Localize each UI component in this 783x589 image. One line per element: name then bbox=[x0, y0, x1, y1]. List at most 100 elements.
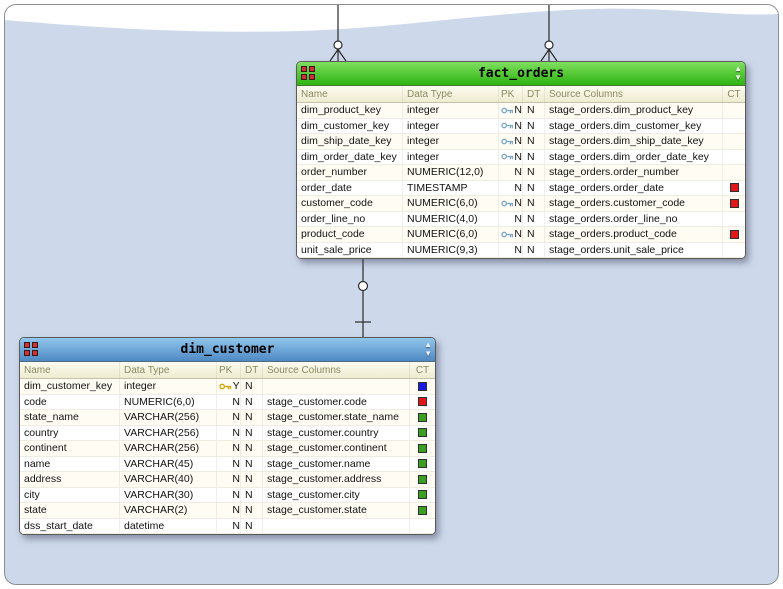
cell-source: stage_orders.dim_customer_key bbox=[545, 118, 723, 133]
cell-source: stage_orders.dim_product_key bbox=[545, 103, 723, 118]
cell-ct bbox=[410, 457, 435, 472]
cell-source bbox=[263, 518, 410, 533]
cell-source: stage_customer.code bbox=[263, 394, 410, 409]
cell-ct bbox=[723, 150, 745, 165]
cell-data-type: NUMERIC(6,0) bbox=[120, 394, 217, 409]
table-row[interactable]: dim_order_date_key integer N N stage_ord… bbox=[297, 149, 745, 165]
cell-name: dim_customer_key bbox=[20, 379, 120, 394]
cell-data-type: NUMERIC(6,0) bbox=[403, 196, 499, 211]
cell-name: state_name bbox=[20, 410, 120, 425]
cell-pk: N bbox=[217, 441, 241, 456]
cell-source: stage_customer.continent bbox=[263, 441, 410, 456]
table-row[interactable]: name VARCHAR(45) N N stage_customer.name bbox=[20, 456, 435, 472]
column-header-data-type: Data Type bbox=[120, 362, 217, 378]
cell-data-type: VARCHAR(256) bbox=[120, 425, 217, 440]
relationship-connector-fact-dim[interactable] bbox=[355, 259, 371, 337]
entity-fact-orders[interactable]: fact_orders ▲ ▼ Name Data Type PK DT Sou… bbox=[296, 61, 746, 259]
cell-ct bbox=[723, 134, 745, 149]
table-row[interactable]: dim_customer_key integer Y N bbox=[20, 379, 435, 395]
cell-data-type: NUMERIC(9,3) bbox=[403, 242, 499, 257]
table-row[interactable]: dim_customer_key integer N N stage_order… bbox=[297, 118, 745, 134]
cell-ct bbox=[410, 426, 435, 441]
cell-dt: N bbox=[523, 165, 545, 180]
column-header-name: Name bbox=[297, 86, 403, 102]
entity-title: fact_orders bbox=[477, 66, 565, 81]
table-row[interactable]: customer_code NUMERIC(6,0) N N stage_ord… bbox=[297, 196, 745, 212]
column-header-row: Name Data Type PK DT Source Columns CT bbox=[297, 86, 745, 103]
cell-pk: N bbox=[499, 227, 523, 242]
relationship-connector-top-right[interactable] bbox=[540, 5, 558, 62]
cell-pk: N bbox=[499, 149, 523, 164]
column-header-source-columns: Source Columns bbox=[545, 86, 723, 102]
table-row[interactable]: order_number NUMERIC(12,0) N N stage_ord… bbox=[297, 165, 745, 181]
key-icon bbox=[501, 230, 514, 239]
cell-source: stage_customer.city bbox=[263, 487, 410, 502]
cell-ct bbox=[410, 395, 435, 410]
entity-header[interactable]: dim_customer ▲ ▼ bbox=[20, 338, 435, 362]
cell-pk: N bbox=[217, 503, 241, 518]
cell-source: stage_orders.order_line_no bbox=[545, 211, 723, 226]
ct-indicator bbox=[418, 459, 427, 469]
cell-ct bbox=[723, 103, 745, 118]
pk-flag: N bbox=[232, 411, 240, 424]
cell-dt: N bbox=[241, 379, 263, 394]
relationship-connector-top-left[interactable] bbox=[329, 5, 347, 62]
cell-ct bbox=[410, 410, 435, 425]
cell-data-type: VARCHAR(256) bbox=[120, 441, 217, 456]
scroll-up-icon[interactable]: ▲ bbox=[424, 340, 432, 349]
table-row[interactable]: dss_start_date datetime N N bbox=[20, 518, 435, 534]
cell-dt: N bbox=[523, 211, 545, 226]
cell-source: stage_customer.state bbox=[263, 503, 410, 518]
cell-data-type: integer bbox=[403, 149, 499, 164]
column-header-name: Name bbox=[20, 362, 120, 378]
cell-name: dim_ship_date_key bbox=[297, 134, 403, 149]
column-header-dt: DT bbox=[241, 362, 263, 378]
entity-dim-customer[interactable]: dim_customer ▲ ▼ Name Data Type PK DT So… bbox=[19, 337, 436, 535]
pk-flag: N bbox=[232, 519, 240, 532]
table-row[interactable]: continent VARCHAR(256) N N stage_custome… bbox=[20, 441, 435, 457]
pk-flag: N bbox=[232, 426, 240, 439]
cell-name: city bbox=[20, 487, 120, 502]
scroll-up-icon[interactable]: ▲ bbox=[734, 64, 742, 73]
cell-data-type: VARCHAR(256) bbox=[120, 410, 217, 425]
scroll-down-icon[interactable]: ▼ bbox=[424, 349, 432, 358]
table-row[interactable]: address VARCHAR(40) N N stage_customer.a… bbox=[20, 472, 435, 488]
cell-ct bbox=[410, 503, 435, 518]
table-row[interactable]: country VARCHAR(256) N N stage_customer.… bbox=[20, 425, 435, 441]
table-row[interactable]: city VARCHAR(30) N N stage_customer.city bbox=[20, 487, 435, 503]
cell-pk: N bbox=[499, 165, 523, 180]
cell-dt: N bbox=[241, 503, 263, 518]
cell-pk: N bbox=[217, 410, 241, 425]
scroll-down-icon[interactable]: ▼ bbox=[734, 73, 742, 82]
table-row[interactable]: code NUMERIC(6,0) N N stage_customer.cod… bbox=[20, 394, 435, 410]
cell-dt: N bbox=[523, 134, 545, 149]
table-row[interactable]: product_code NUMERIC(6,0) N N stage_orde… bbox=[297, 227, 745, 243]
cell-pk: N bbox=[499, 180, 523, 195]
table-row[interactable]: unit_sale_price NUMERIC(9,3) N N stage_o… bbox=[297, 242, 745, 258]
entity-header[interactable]: fact_orders ▲ ▼ bbox=[297, 62, 745, 86]
cell-pk: N bbox=[217, 472, 241, 487]
cell-name: name bbox=[20, 456, 120, 471]
table-row[interactable]: state_name VARCHAR(256) N N stage_custom… bbox=[20, 410, 435, 426]
table-row[interactable]: dim_ship_date_key integer N N stage_orde… bbox=[297, 134, 745, 150]
table-row[interactable]: order_line_no NUMERIC(4,0) N N stage_ord… bbox=[297, 211, 745, 227]
cell-data-type: integer bbox=[120, 379, 217, 394]
cell-data-type: VARCHAR(30) bbox=[120, 487, 217, 502]
table-row[interactable]: state VARCHAR(2) N N stage_customer.stat… bbox=[20, 503, 435, 519]
table-row[interactable]: order_date TIMESTAMP N N stage_orders.or… bbox=[297, 180, 745, 196]
cardinality-circle bbox=[333, 40, 343, 50]
cell-ct bbox=[723, 181, 745, 196]
table-row[interactable]: dim_product_key integer N N stage_orders… bbox=[297, 103, 745, 119]
cell-name: dim_customer_key bbox=[297, 118, 403, 133]
cell-name: code bbox=[20, 394, 120, 409]
diagram-canvas[interactable]: fact_orders ▲ ▼ Name Data Type PK DT Sou… bbox=[4, 4, 779, 585]
cell-ct bbox=[723, 227, 745, 242]
cell-ct bbox=[410, 379, 435, 394]
key-icon bbox=[501, 121, 514, 130]
cell-dt: N bbox=[241, 410, 263, 425]
cell-ct bbox=[410, 488, 435, 503]
cell-pk: N bbox=[499, 211, 523, 226]
cell-source: stage_customer.name bbox=[263, 456, 410, 471]
cell-name: dim_order_date_key bbox=[297, 149, 403, 164]
ct-indicator bbox=[729, 229, 739, 239]
